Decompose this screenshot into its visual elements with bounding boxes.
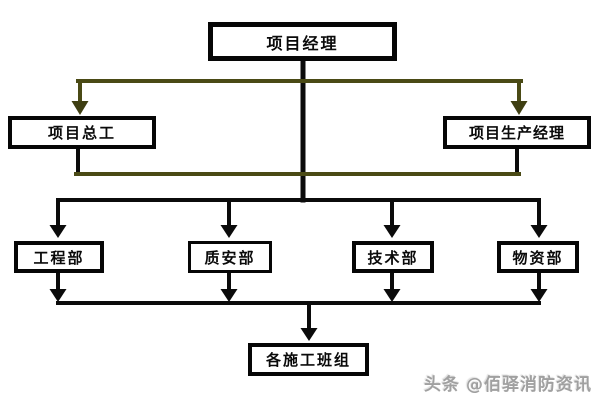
arrow-down-icon — [49, 225, 67, 238]
arrow-down-icon — [220, 289, 238, 302]
arrow-down-icon — [71, 101, 89, 115]
departments-to-teams-lines — [49, 270, 548, 305]
deputies-merge-lines — [74, 146, 521, 176]
department-branch-lines — [49, 198, 548, 238]
arrow-down-icon — [300, 328, 318, 341]
arrow-down-icon — [220, 225, 238, 238]
node-quality-safety-dept: 质安部 — [188, 241, 272, 273]
arrow-down-icon — [510, 101, 528, 115]
node-construction-teams: 各施工班组 — [248, 343, 369, 376]
arrow-down-icon — [49, 289, 67, 302]
node-chief-engineer: 项目总工 — [8, 116, 156, 149]
node-materials-dept: 物资部 — [497, 241, 579, 273]
node-project-manager: 项目经理 — [208, 22, 397, 61]
arrow-down-icon — [383, 289, 401, 302]
node-production-manager: 项目生产经理 — [443, 116, 591, 149]
watermark-handle: @佰驿消防资讯 — [466, 375, 592, 395]
node-engineering-dept: 工程部 — [14, 241, 104, 273]
watermark: 头条 @佰驿消防资讯 — [424, 370, 592, 395]
arrow-down-icon — [530, 225, 548, 238]
edge-manager-to-deputies — [71, 79, 528, 115]
watermark-brand: 头条 — [424, 375, 460, 395]
arrow-down-icon — [530, 289, 548, 302]
teams-drop-arrow — [300, 301, 318, 341]
node-technical-dept: 技术部 — [352, 241, 434, 273]
arrow-down-icon — [383, 225, 401, 238]
